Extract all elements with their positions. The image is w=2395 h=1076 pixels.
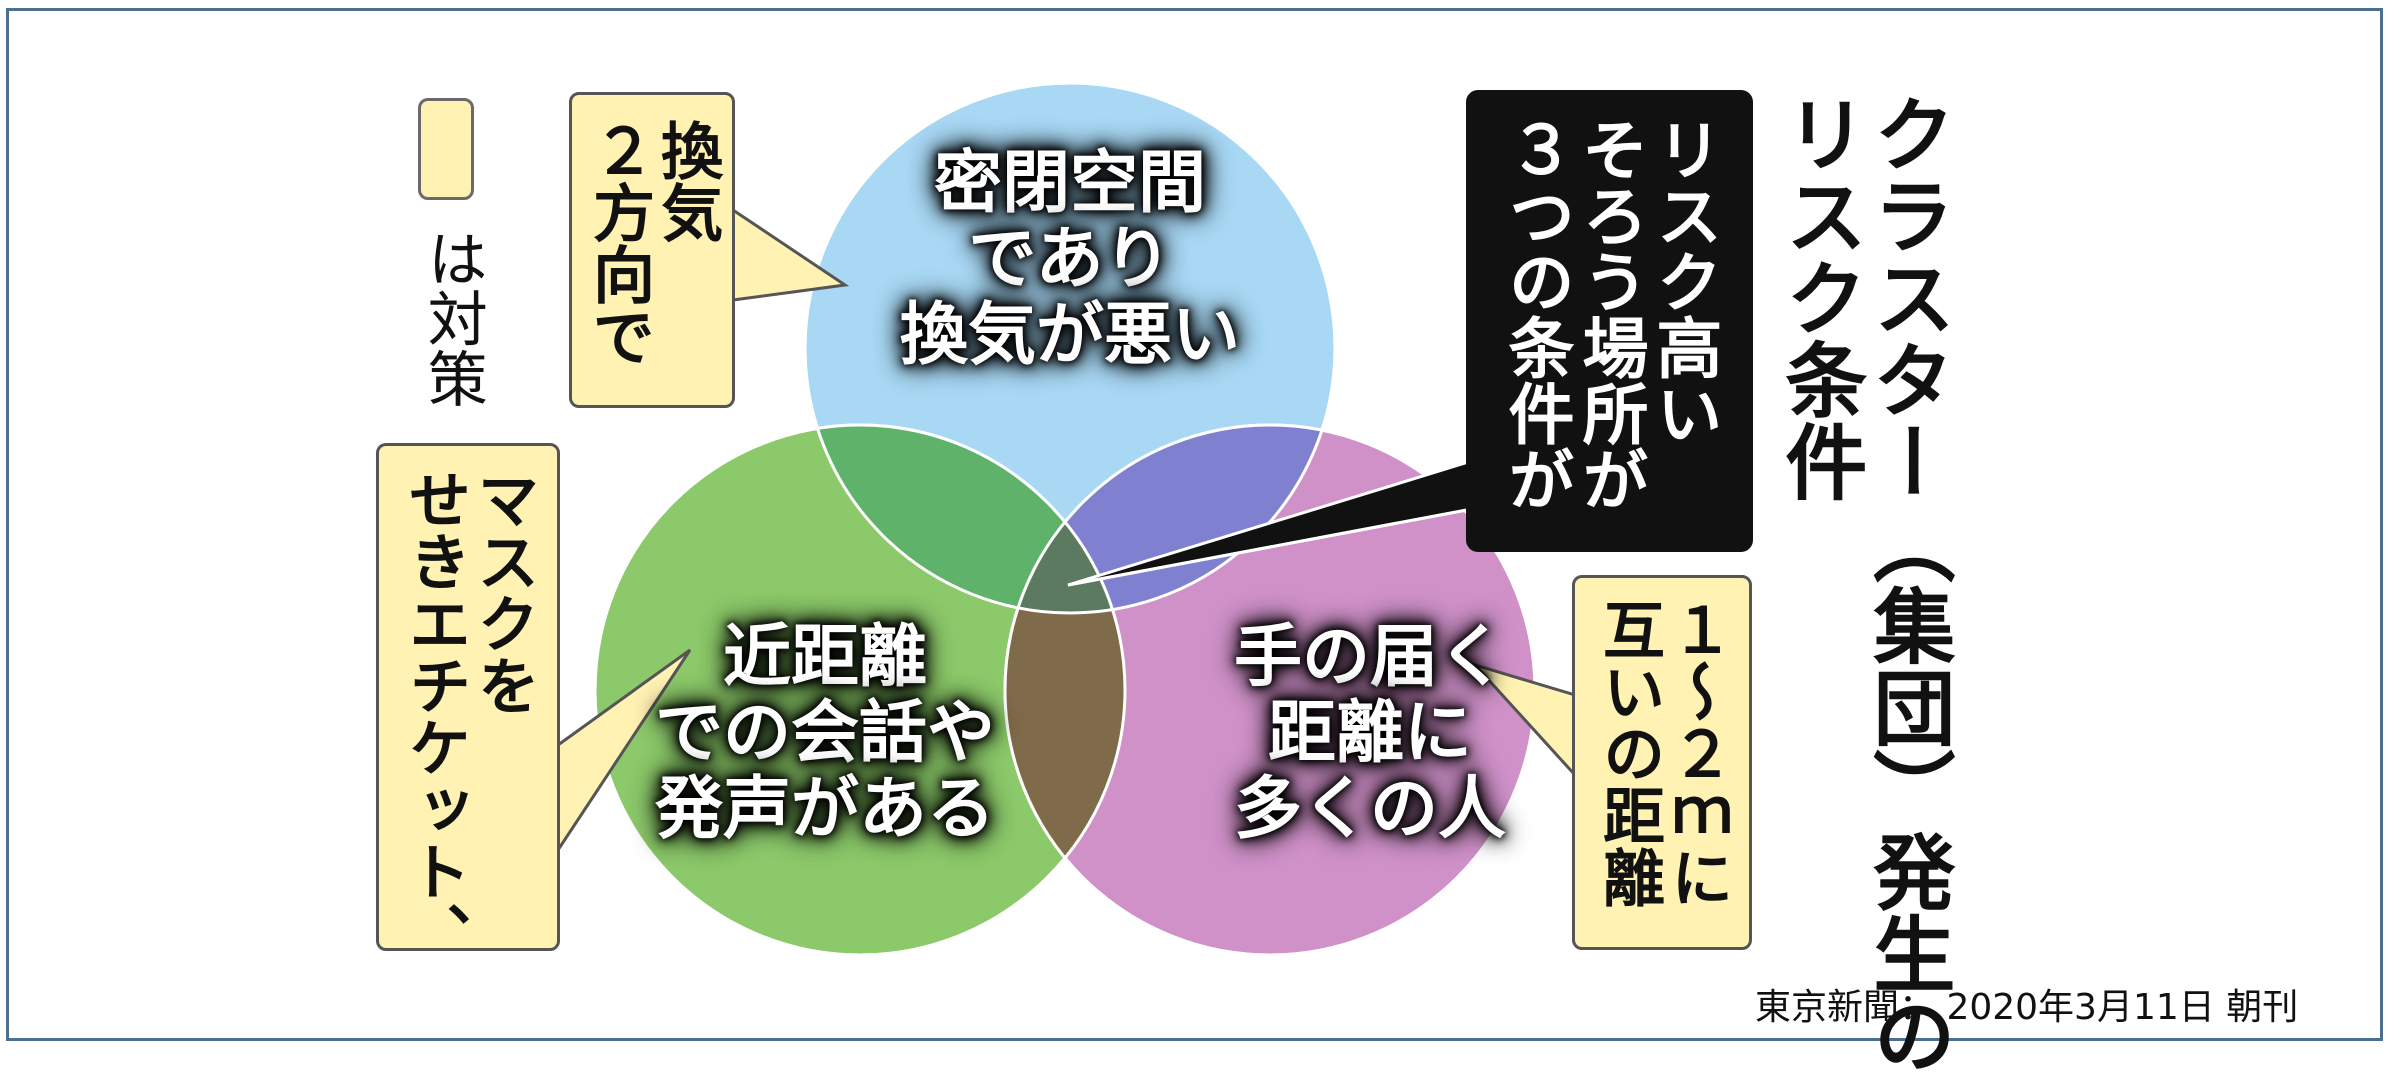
label-close-contact-line1: 近距離 <box>722 618 927 697</box>
label-close-contact: 近距離 での会話や 発声がある <box>565 618 1085 850</box>
overlap-closed-crowded <box>1005 425 1335 613</box>
note-ventilation-line1: ２方向で <box>582 119 655 367</box>
label-crowded-line2: 距離に <box>1267 694 1472 774</box>
outline-close-contact <box>593 423 1127 957</box>
venn-diagram <box>556 81 1577 957</box>
callout-line2: そろう場所が <box>1571 116 1649 512</box>
note-ventilation: ２方向で 換気 <box>569 92 735 408</box>
callout-pointer-tip <box>1067 498 1521 587</box>
legend-swatch <box>418 98 474 200</box>
note-distance: 互いの距離 １～２ｍに <box>1572 575 1752 950</box>
note-ventilation-line2: 換気 <box>650 119 724 243</box>
label-close-contact-line3: 発声がある <box>654 770 995 850</box>
note-distance-line1: 互いの距離 <box>1592 598 1665 908</box>
label-crowded-line3: 多くの人 <box>1233 770 1506 850</box>
diagram-frame <box>6 8 2383 1041</box>
outline-closed-space <box>803 81 1337 615</box>
title-line1: クラスター（集団）発生の <box>1858 92 1954 1076</box>
label-closed-space-line1: 密閉空間 <box>933 144 1206 223</box>
label-close-contact-line2: での会話や <box>654 694 995 774</box>
label-closed-space-line3: 換気が悪い <box>899 296 1240 376</box>
label-crowded: 手の届く 距離に 多くの人 <box>1140 618 1600 850</box>
callout-line1: ３つの条件が <box>1497 116 1575 512</box>
note-distance-line2: １～２ｍに <box>1660 598 1734 908</box>
callout-line3: リスク高い <box>1645 116 1723 446</box>
note-etiquette: せきエチケット、 マスクを <box>376 443 560 964</box>
overlap-closed-close <box>805 425 1125 613</box>
label-closed-space: 密閉空間 であり 換気が悪い <box>830 144 1310 376</box>
note-etiquette-line1: せきエチケット、 <box>398 468 471 964</box>
legend-label: は対策 <box>417 228 488 408</box>
callout-high-risk: ３つの条件が そろう場所が リスク高い <box>1466 90 1753 552</box>
title-line2: リスク条件 <box>1770 92 1866 502</box>
note-etiquette-line2: マスクを <box>466 468 540 716</box>
label-closed-space-line2: であり <box>968 220 1172 300</box>
label-crowded-line1: 手の届く <box>1233 618 1506 697</box>
source-credit: 東京新聞： 2020年3月11日 朝刊 <box>1755 987 2299 1028</box>
